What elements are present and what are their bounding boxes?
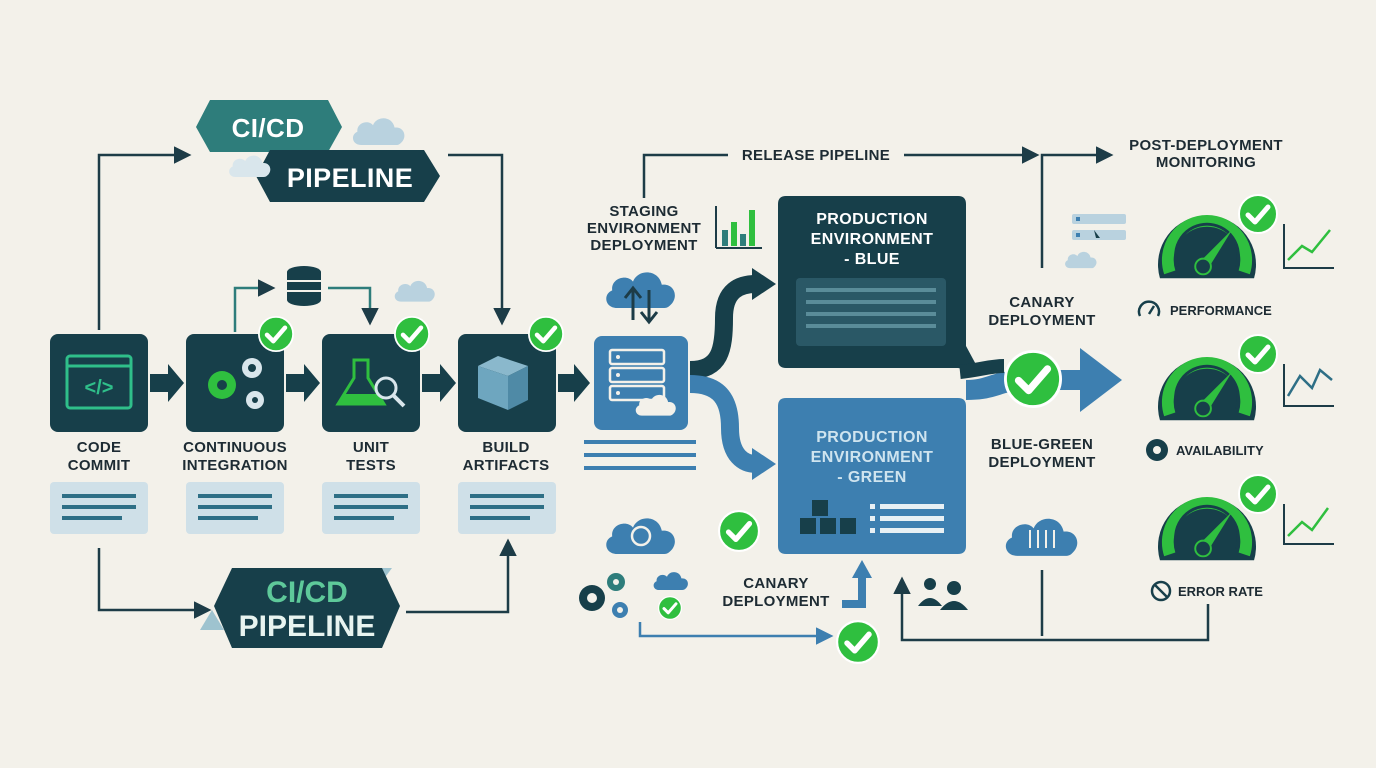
pipeline-connectors [97, 146, 517, 619]
prod-green-title-1: PRODUCTION [816, 429, 928, 446]
check-icon [1239, 475, 1277, 513]
bar-chart-icon [715, 206, 762, 249]
check-icon [719, 511, 759, 551]
deploy-arrows [689, 268, 776, 480]
cloud-sync-icon [606, 272, 675, 325]
gears-icon [579, 573, 628, 618]
cloud-icon [229, 155, 271, 177]
banner-top: CI/CD PIPELINE [196, 100, 440, 202]
performance-gauge: PERFORMANCE [1137, 195, 1334, 318]
flask-icon [335, 358, 406, 408]
prod-blue-title-3: - BLUE [844, 251, 900, 268]
container-icon [478, 356, 528, 410]
canary-label-2: DEPLOYMENT [988, 312, 1095, 329]
banner-bottom-title: CI/CD [266, 576, 348, 609]
code-icon: </> [85, 377, 114, 399]
prod-blue-panel[interactable]: PRODUCTION ENVIRONMENT - BLUE [778, 196, 980, 372]
stage-build-artifacts[interactable] [458, 317, 563, 432]
cloud-icon [1065, 251, 1097, 269]
banner-top-title: CI/CD [232, 113, 305, 143]
metric-label-performance: PERFORMANCE [1170, 303, 1272, 318]
check-icon [658, 596, 682, 620]
blue-green-label-2: DEPLOYMENT [988, 454, 1095, 471]
gears-icon [208, 358, 264, 409]
canary-label-1: CANARY [1009, 294, 1074, 311]
staging-label-2: ENVIRONMENT [587, 220, 701, 237]
canary-arrow [959, 348, 1122, 412]
stage-label-3a: UNIT [353, 439, 389, 456]
gear-icon [1146, 439, 1168, 461]
gauge-icon [1158, 498, 1256, 561]
stage-continuous-integration[interactable] [186, 317, 293, 432]
cubes-icon [800, 500, 856, 534]
metric-label-availability: AVAILABILITY [1176, 443, 1264, 458]
canary-bottom-label-2: DEPLOYMENT [722, 593, 829, 610]
cloud-icon [606, 518, 675, 554]
info-card [458, 482, 556, 534]
check-icon [1239, 335, 1277, 373]
prod-blue-title-1: PRODUCTION [816, 211, 928, 228]
stage-unit-tests[interactable] [322, 317, 429, 432]
banner-top-subtitle: PIPELINE [287, 163, 413, 193]
trend-chart-icon [1283, 224, 1334, 269]
prod-green-panel[interactable]: PRODUCTION ENVIRONMENT - GREEN [778, 398, 966, 554]
prod-green-title-3: - GREEN [837, 469, 906, 486]
check-icon [837, 621, 879, 663]
metric-label-error-rate: ERROR RATE [1178, 584, 1263, 599]
staging-label-3: DEPLOYMENT [590, 237, 697, 254]
list-icon [870, 504, 944, 533]
form-icon [1072, 214, 1126, 240]
monitoring-title-1: POST-DEPLOYMENT [1129, 137, 1283, 154]
stage-label-2b: INTEGRATION [182, 457, 288, 474]
availability-gauge: AVAILABILITY [1146, 335, 1334, 461]
cloud-icon [394, 280, 435, 302]
no-entry-icon [1150, 580, 1172, 602]
check-icon [1005, 351, 1060, 406]
stage-label-3b: TESTS [346, 457, 396, 474]
prod-blue-title-2: ENVIRONMENT [811, 231, 934, 248]
check-icon [395, 317, 429, 351]
info-cards [50, 482, 556, 534]
banner-bottom: CI/CD PIPELINE [200, 568, 400, 648]
stage-label-1b: COMMIT [68, 457, 131, 474]
sliders-icon [1029, 530, 1055, 548]
staging-label-1: STAGING [609, 203, 678, 220]
gauge-icon [1158, 358, 1256, 421]
check-icon [529, 317, 563, 351]
cloud-settings-icon [1005, 518, 1078, 556]
staging-section: STAGING ENVIRONMENT DEPLOYMENT [587, 203, 762, 325]
info-card [50, 482, 148, 534]
staging-server[interactable] [594, 336, 688, 430]
error-rate-gauge: ERROR RATE [1150, 475, 1334, 602]
stage-arrows [150, 364, 590, 402]
blue-green-label-1: BLUE-GREEN [991, 436, 1093, 453]
cloud-icon [653, 572, 688, 590]
banner-bottom-subtitle: PIPELINE [239, 610, 376, 643]
trend-chart-icon [1283, 504, 1334, 545]
stage-label-4a: BUILD [482, 439, 529, 456]
server-icon [608, 348, 666, 402]
info-card [322, 482, 420, 534]
stage-labels: CODE COMMIT CONTINUOUS INTEGRATION UNIT … [68, 439, 550, 474]
stage-label-4b: ARTIFACTS [463, 457, 550, 474]
prod-green-title-2: ENVIRONMENT [811, 449, 934, 466]
stage-label-2a: CONTINUOUS [183, 439, 287, 456]
monitoring-title-2: MONITORING [1156, 154, 1256, 171]
users-icon [918, 578, 968, 610]
check-icon [259, 317, 293, 351]
speedometer-icon [1137, 300, 1161, 317]
stage-label-1a: CODE [77, 439, 122, 456]
canary-bottom-label-1: CANARY [743, 575, 808, 592]
release-bottom: CANARY DEPLOYMENT [579, 518, 1210, 663]
trend-chart-icon [1283, 364, 1334, 407]
check-icon [1239, 195, 1277, 233]
info-card [186, 482, 284, 534]
staging-lines [584, 440, 696, 470]
stage-code-commit[interactable]: </> [50, 334, 148, 432]
release-pipeline: RELEASE PIPELINE [642, 146, 1040, 198]
release-pipeline-label: RELEASE PIPELINE [742, 147, 890, 164]
cloud-icon [352, 118, 405, 145]
monitoring-section: POST-DEPLOYMENT MONITORING PERFORMANCE [1040, 137, 1334, 602]
database-icon [287, 266, 321, 306]
